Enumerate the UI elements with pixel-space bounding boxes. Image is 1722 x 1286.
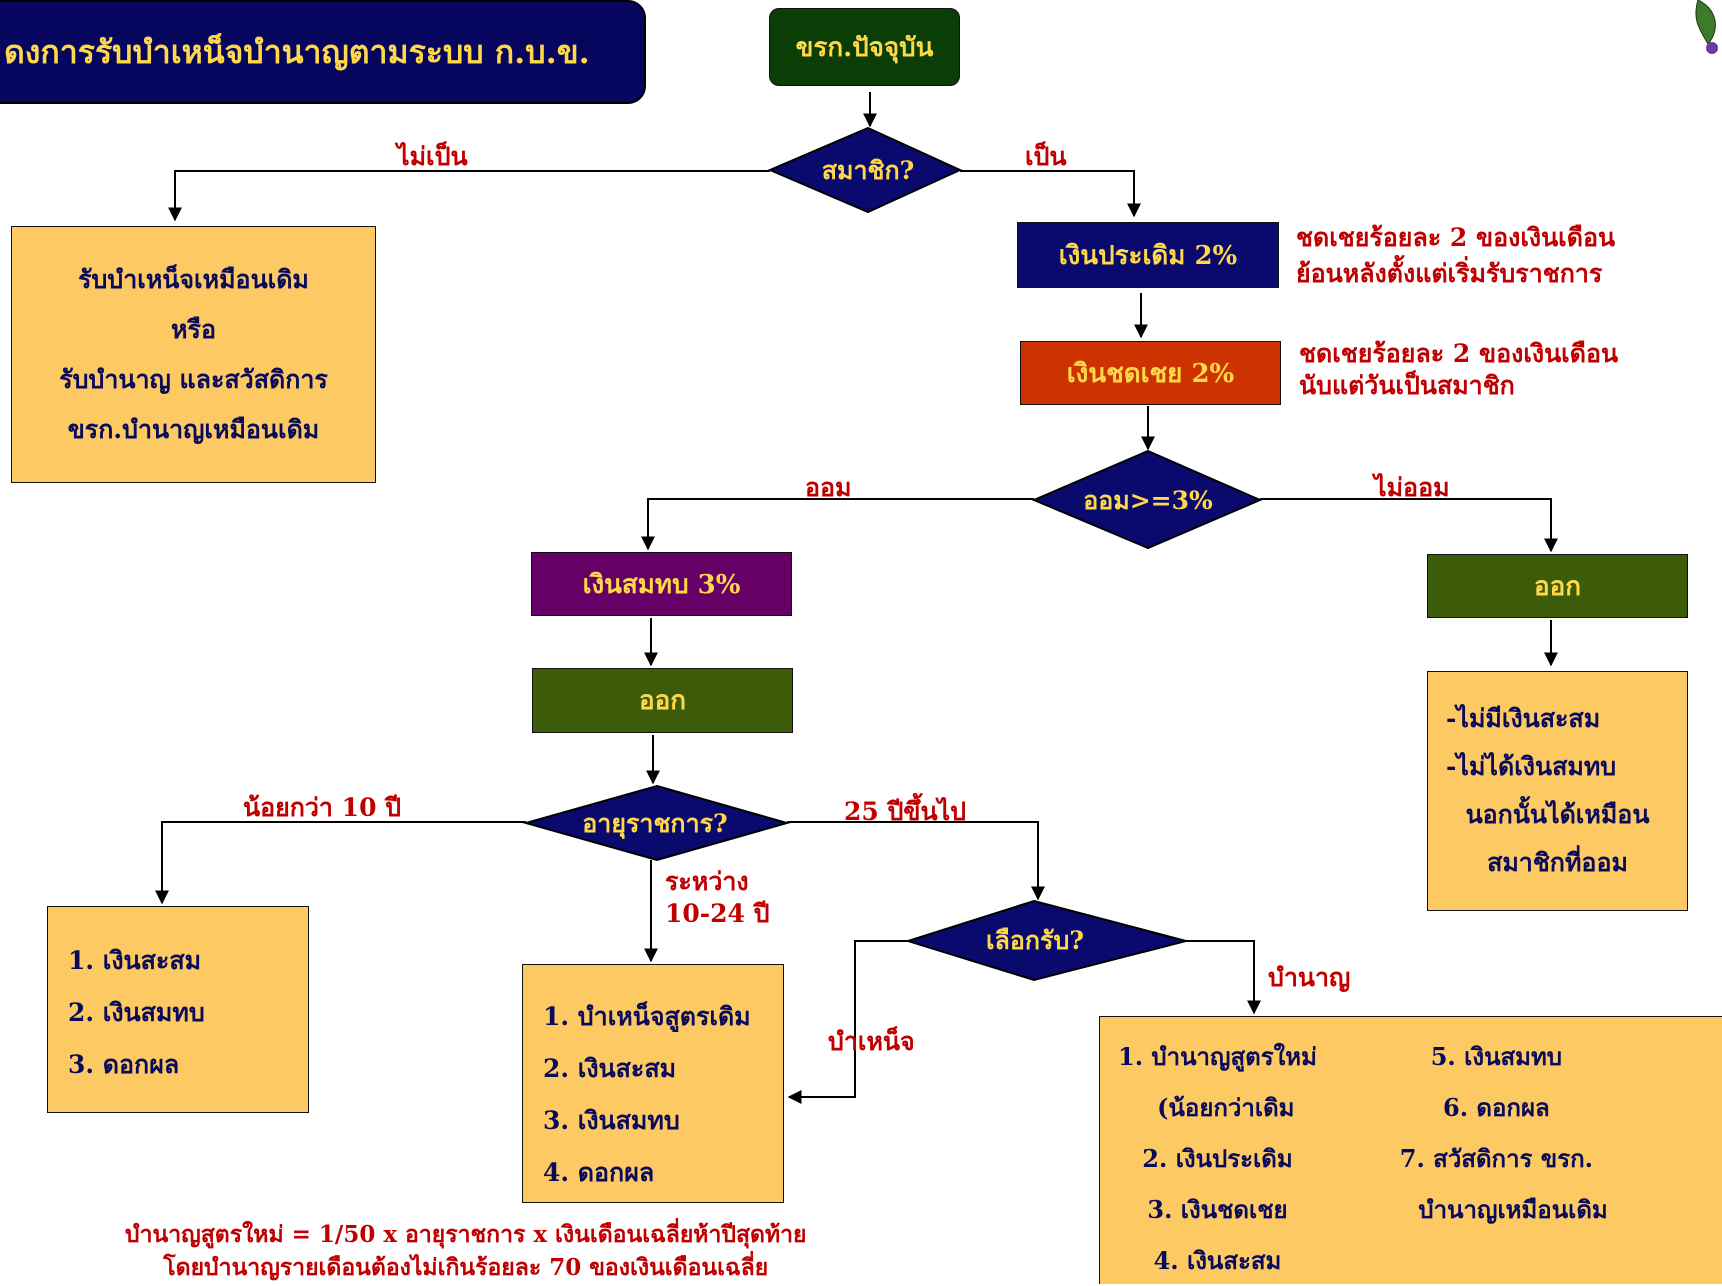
- service-diamond: [522, 784, 791, 862]
- pension-result-box: 1. บำนาญสูตรใหม่ (น้อยกว่าเดิม 2. เงินปร…: [1099, 1016, 1722, 1284]
- member-label: เป็น: [1025, 142, 1067, 171]
- pension-item: 2. เงินประเดิม: [1142, 1144, 1293, 1173]
- choose-diamond: [904, 899, 1190, 982]
- initial-note-line: ย้อนหลังตั้งแต่เริ่มรับราชการ: [1296, 259, 1603, 288]
- between-result-box: 1. บำเหน็จสูตรเดิม 2. เงินสะสม 3. เงินสม…: [522, 964, 784, 1203]
- pension-label: บำนาญ: [1268, 963, 1351, 992]
- right-result-line: -ไม่มีเงินสะสม: [1446, 704, 1601, 733]
- formula-line: บำนาญสูตรใหม่ = 1/50 x อายุราชการ x เงิน…: [125, 1221, 807, 1248]
- lt10-label: น้อยกว่า 10 ปี: [243, 793, 402, 822]
- pension-item: 7. สวัสดิการ ขรก.: [1399, 1144, 1593, 1173]
- left-result-line: รับบำเหน็จเหมือนเดิม: [78, 264, 309, 294]
- between-item: 2. เงินสะสม: [543, 1054, 677, 1083]
- left-result-line: รับบำนาญ และสวัสดิการ: [59, 364, 328, 394]
- initial-fund-note: ชดเชยร้อยละ 2 ของเงินเดือน ย้อนหลังตั้งแ…: [1296, 220, 1615, 292]
- pension-item: บำนาญเหมือนเดิม: [1385, 1195, 1608, 1224]
- comp-fund-box: เงินชดเชย 2%: [1020, 341, 1281, 405]
- member-decision-label: สมาชิก?: [821, 156, 915, 185]
- pension-item: (น้อยกว่าเดิม: [1140, 1093, 1295, 1122]
- between-item: 4. ดอกผล: [543, 1158, 655, 1187]
- pension-item: 4. เงินสะสม: [1153, 1246, 1282, 1275]
- exit-left-box: ออก: [532, 668, 793, 733]
- right-result-box: -ไม่มีเงินสะสม -ไม่ได้เงินสมทบ นอกนั้นได…: [1427, 671, 1688, 911]
- match-fund-box: เงินสมทบ 3%: [531, 552, 792, 616]
- member-diamond: [767, 126, 963, 214]
- save-diamond: [1031, 449, 1263, 550]
- left-result-box: รับบำเหน็จเหมือนเดิม หรือ รับบำนาญ และสว…: [11, 226, 376, 483]
- pension-item: 3. เงินชดเชย: [1147, 1195, 1288, 1224]
- pension-list-right: 5. เงินสมทบ 6. ดอกผล 7. สวัสดิการ ขรก. บ…: [1385, 1031, 1608, 1235]
- pension-item: 1. บำนาญสูตรใหม่: [1118, 1042, 1317, 1071]
- corner-leaf-icon: [1695, 0, 1718, 54]
- gratuity-label: บำเหน็จ: [828, 1027, 915, 1056]
- formula-line: โดยบำนาญรายเดือนต้องไม่เกินร้อยละ 70 ของ…: [163, 1254, 769, 1281]
- pension-list-left: 1. บำนาญสูตรใหม่ (น้อยกว่าเดิม 2. เงินปร…: [1118, 1031, 1317, 1286]
- 25up-label: 25 ปีขึ้นไป: [844, 797, 966, 826]
- not-member-label: ไม่เป็น: [397, 142, 468, 171]
- save-label: ออม: [805, 473, 852, 502]
- pension-item: 6. ดอกผล: [1443, 1093, 1550, 1122]
- initial-fund-box: เงินประเดิม 2%: [1017, 222, 1279, 288]
- comp-fund-note: ชดเชยร้อยละ 2 ของเงินเดือน นับแต่วันเป็น…: [1299, 338, 1618, 402]
- comp-note-line: ชดเชยร้อยละ 2 ของเงินเดือน: [1299, 339, 1619, 368]
- between-label-line: ระหว่าง: [665, 867, 749, 896]
- pension-item: 5. เงินสมทบ: [1430, 1042, 1562, 1071]
- lt10-item: 2. เงินสมทบ: [68, 998, 205, 1027]
- comp-note-line: นับแต่วันเป็นสมาชิก: [1299, 371, 1515, 400]
- between-item: 1. บำเหน็จสูตรเดิม: [543, 1002, 751, 1031]
- lt10-result-box: 1. เงินสะสม 2. เงินสมทบ 3. ดอกผล: [47, 906, 309, 1113]
- exit-right-box: ออก: [1427, 554, 1688, 618]
- left-result-line: ขรก.บำนาญเหมือนเดิม: [67, 414, 320, 444]
- left-result-line: หรือ: [171, 314, 216, 344]
- start-box: ขรก.ปัจจุบัน: [769, 8, 960, 86]
- service-decision-label: อายุราชการ?: [582, 809, 728, 838]
- page-title: ดงการรับบำเหน็จบำนาญตามระบบ ก.บ.ข.: [0, 0, 646, 104]
- lt10-item: 3. ดอกผล: [68, 1050, 180, 1079]
- choose-decision-label: เลือกรับ?: [986, 926, 1084, 955]
- right-result-line: -ไม่ได้เงินสมทบ: [1446, 752, 1617, 781]
- initial-note-line: ชดเชยร้อยละ 2 ของเงินเดือน: [1296, 223, 1616, 252]
- save-decision-label: ออม>=3%: [1083, 486, 1213, 515]
- between-item: 3. เงินสมทบ: [543, 1106, 680, 1135]
- lt10-item: 1. เงินสะสม: [68, 946, 202, 975]
- between-label: ระหว่าง 10-24 ปี: [665, 866, 770, 930]
- formula-note: บำนาญสูตรใหม่ = 1/50 x อายุราชการ x เงิน…: [125, 1218, 807, 1284]
- between-label-line: 10-24 ปี: [665, 899, 770, 928]
- right-result-line: นอกนั้นได้เหมือน: [1465, 800, 1650, 829]
- right-result-line: สมาชิกที่ออม: [1487, 848, 1628, 877]
- no-save-label: ไม่ออม: [1374, 473, 1450, 502]
